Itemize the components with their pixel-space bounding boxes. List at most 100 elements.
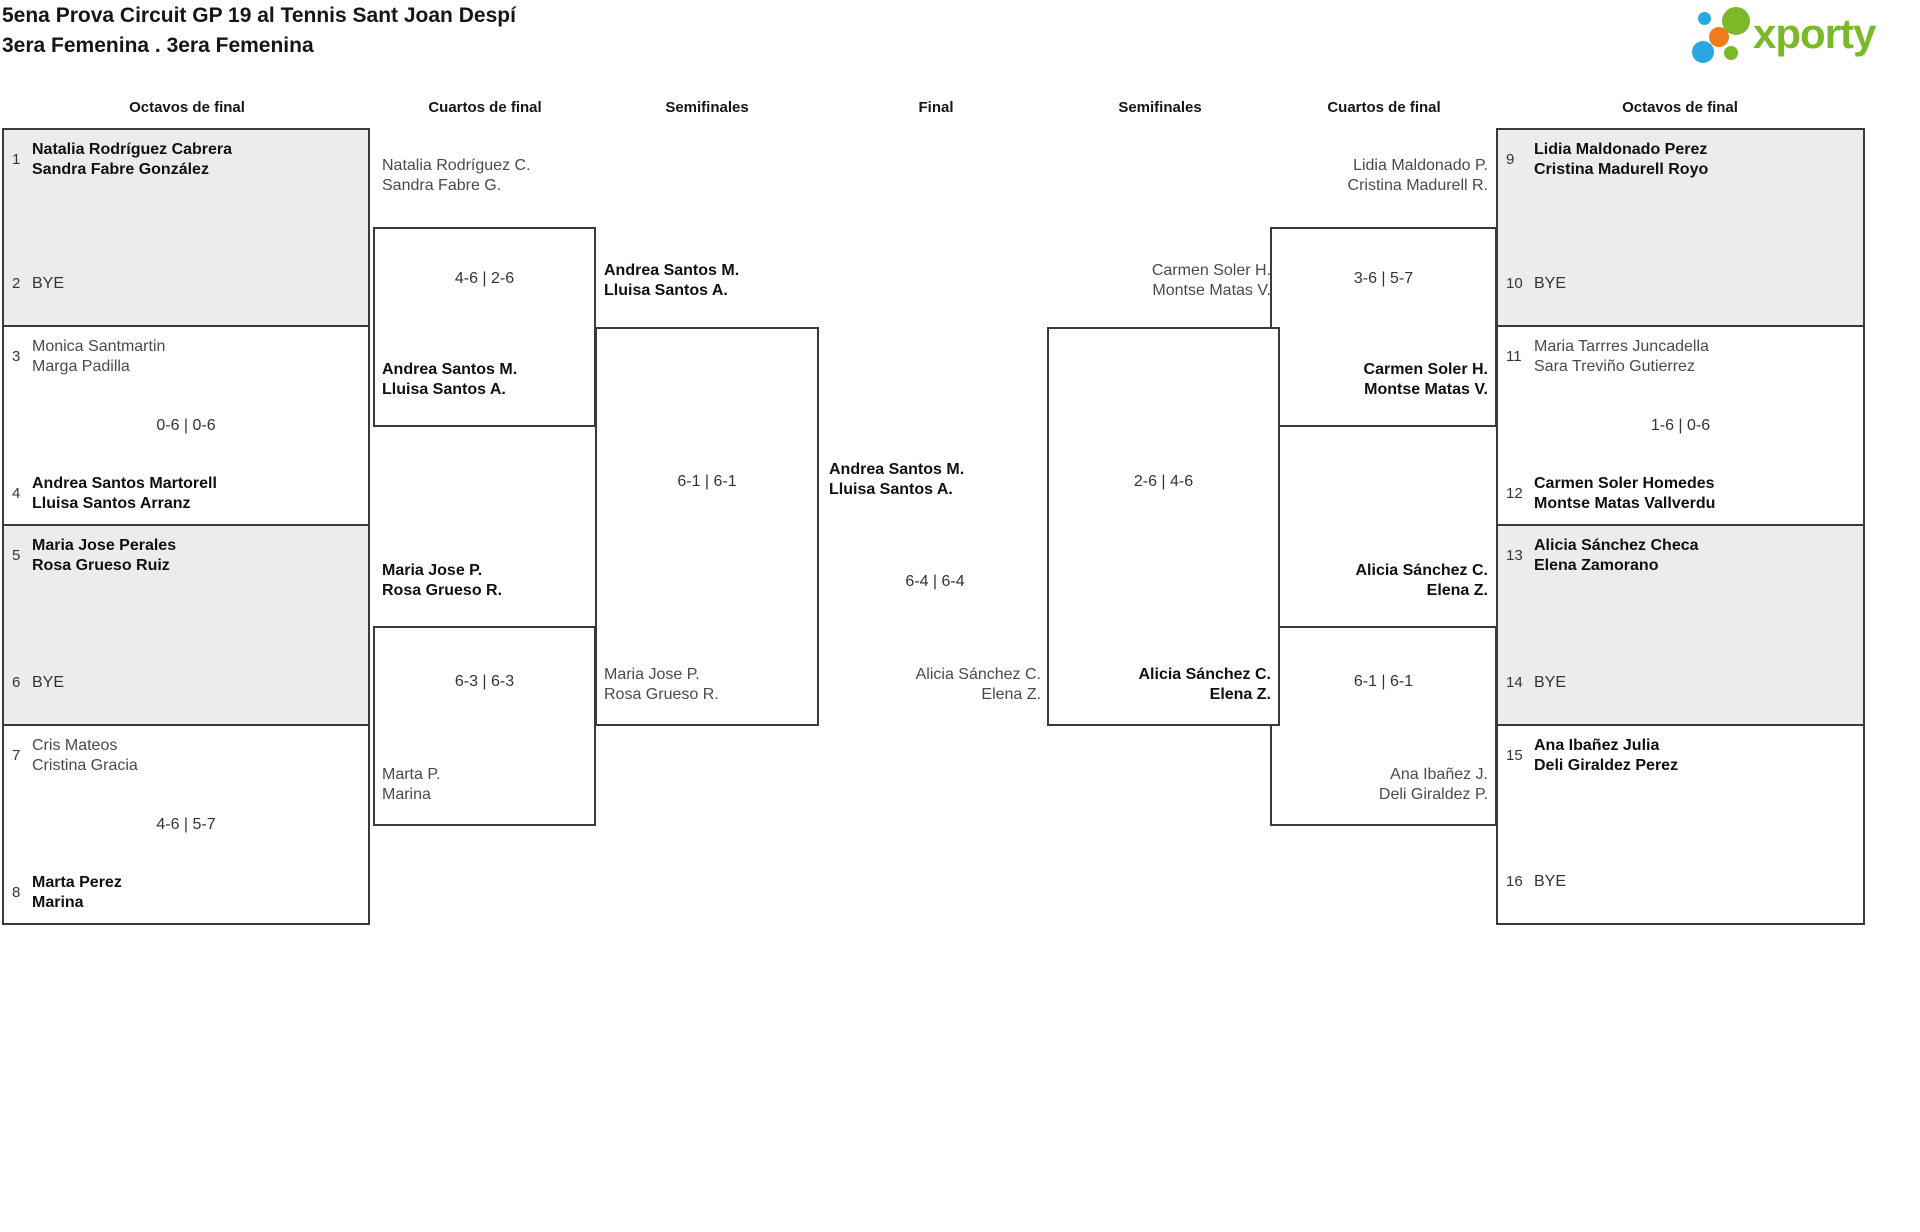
logo-dot-blue-large	[1692, 41, 1714, 63]
player-2: Marina	[382, 785, 431, 803]
player-2: Montse Matas V.	[1152, 281, 1271, 299]
advancing-team-label: Carmen Soler H. Montse Matas V.	[1049, 261, 1271, 300]
seed-number: 4	[12, 485, 21, 502]
player-1: Ana Ibañez Julia	[1534, 737, 1660, 754]
team-name: Monica Santmartin Marga Padilla	[32, 337, 165, 376]
team-slot-top: 7 Cris Mateos Cristina Gracia	[4, 736, 368, 775]
round-header-left-semis: Semifinales	[665, 99, 749, 116]
seed-number: 11	[1506, 348, 1522, 365]
seed-number: 16	[1506, 872, 1523, 890]
team-name: BYE	[32, 274, 64, 294]
team-slot-bottom: 14 BYE	[1498, 673, 1863, 693]
final-winner-label: Andrea Santos M. Lluisa Santos A.	[829, 460, 964, 499]
player-2: Sandra Fabre González	[32, 160, 209, 178]
player-2: Elena Z.	[1426, 581, 1488, 599]
match-box-left-cuartos-1	[373, 227, 596, 427]
player-1: Marta Perez	[32, 874, 122, 891]
match-score: 2-6 | 4-6	[1133, 473, 1194, 490]
team-name: Natalia Rodríguez Cabrera Sandra Fabre G…	[32, 140, 232, 179]
match-box-right-octavos-4: 15 Ana Ibañez Julia Deli Giraldez Perez …	[1496, 724, 1865, 925]
player-2: Montse Matas Vallverdu	[1534, 494, 1716, 512]
player-1: Andrea Santos M.	[604, 262, 740, 279]
seed-number: 9	[1506, 151, 1515, 168]
seed-number: 12	[1506, 485, 1523, 502]
player-2: Elena Z.	[1209, 685, 1271, 703]
advancing-team-label: Marta P. Marina	[382, 765, 440, 804]
player-2: Rosa Grueso R.	[604, 685, 719, 703]
team-slot-top: 3 Monica Santmartin Marga Padilla	[4, 337, 368, 376]
seed-number: 1	[12, 151, 21, 168]
team-name: Cris Mateos Cristina Gracia	[32, 736, 138, 775]
logo-dot-green-small	[1724, 46, 1738, 60]
match-box-right-semifinal	[1047, 327, 1280, 726]
player-1: Alicia Sánchez C.	[915, 666, 1041, 683]
team-name: Andrea Santos Martorell Lluisa Santos Ar…	[32, 474, 217, 513]
team-name: Alicia Sánchez Checa Elena Zamorano	[1534, 536, 1699, 575]
player-1: Cris Mateos	[32, 737, 118, 754]
team-name: Carmen Soler Homedes Montse Matas Vallve…	[1534, 474, 1715, 513]
player-2: Rosa Grueso R.	[382, 581, 503, 599]
player-2: Deli Giraldez Perez	[1534, 756, 1679, 774]
advancing-team-label: Lidia Maldonado P. Cristina Madurell R.	[1270, 156, 1488, 195]
match-score: 4-6 | 5-7	[156, 815, 216, 833]
team-name: Maria Tarrres Juncadella Sara Treviño Gu…	[1534, 337, 1709, 376]
bye-label: BYE	[1534, 673, 1567, 691]
team-name: BYE	[1534, 274, 1566, 294]
team-slot-top: 15 Ana Ibañez Julia Deli Giraldez Perez	[1498, 736, 1863, 775]
advancing-team-label: Andrea Santos M. Lluisa Santos A.	[604, 261, 739, 300]
bye-label: BYE	[32, 673, 65, 691]
seed-number: 14	[1506, 673, 1523, 691]
match-box-right-cuartos-1	[1270, 227, 1497, 427]
player-2: Lluisa Santos Arranz	[32, 494, 191, 512]
logo-dot-blue-small	[1698, 12, 1711, 25]
player-1: Natalia Rodríguez C.	[382, 157, 531, 174]
team-name: Maria Jose Perales Rosa Grueso Ruiz	[32, 536, 176, 575]
team-slot-bottom: 16 BYE	[1498, 872, 1863, 892]
team-slot-top: 13 Alicia Sánchez Checa Elena Zamorano	[1498, 536, 1863, 575]
seed-number: 5	[12, 547, 21, 564]
logo-text: xporty	[1753, 10, 1876, 57]
advancing-team-label: Maria Jose P. Rosa Grueso R.	[604, 665, 719, 704]
round-header-left-cuartos: Cuartos de final	[428, 99, 542, 116]
player-1: Lidia Maldonado P.	[1353, 157, 1488, 174]
match-box-left-octavos-1: 1 Natalia Rodríguez Cabrera Sandra Fabre…	[2, 128, 370, 327]
final-runnerup-label: Alicia Sánchez C. Elena Z.	[829, 665, 1041, 704]
team-name: Lidia Maldonado Perez Cristina Madurell …	[1534, 140, 1708, 179]
match-box-right-octavos-3: 13 Alicia Sánchez Checa Elena Zamorano 1…	[1496, 524, 1865, 726]
advancing-team-label: Natalia Rodríguez C. Sandra Fabre G.	[382, 156, 531, 195]
team-slot-bottom: 8 Marta Perez Marina	[4, 873, 368, 912]
seed-number: 2	[12, 274, 21, 292]
seed-number: 8	[12, 884, 21, 901]
match-score: 0-6 | 0-6	[156, 416, 216, 434]
player-2: Montse Matas V.	[1364, 380, 1488, 398]
round-header-final: Final	[918, 99, 954, 116]
team-name: Marta Perez Marina	[32, 873, 122, 912]
player-1: Andrea Santos Martorell	[32, 475, 217, 492]
player-1: Maria Jose P.	[604, 666, 700, 683]
advancing-team-label: Andrea Santos M. Lluisa Santos A.	[382, 360, 517, 399]
match-box-right-octavos-1: 9 Lidia Maldonado Perez Cristina Madurel…	[1496, 128, 1865, 327]
player-2: Sara Treviño Gutierrez	[1534, 357, 1695, 375]
player-1: Monica Santmartin	[32, 338, 166, 355]
match-score: 4-6 | 2-6	[454, 270, 515, 287]
bye-label: BYE	[1534, 274, 1567, 292]
team-slot-bottom: 6 BYE	[4, 673, 368, 693]
match-box-left-cuartos-2	[373, 626, 596, 826]
player-2: Elena Zamorano	[1534, 556, 1659, 574]
player-1: Maria Tarrres Juncadella	[1534, 338, 1709, 355]
final-score: 6-4 | 6-4	[905, 573, 965, 590]
seed-number: 7	[12, 747, 21, 764]
player-1: Andrea Santos M.	[382, 361, 518, 378]
player-2: Cristina Gracia	[32, 756, 138, 774]
player-1: Marta P.	[382, 766, 441, 783]
advancing-team-label: Carmen Soler H. Montse Matas V.	[1270, 360, 1488, 399]
player-1: Alicia Sánchez C.	[1355, 562, 1489, 579]
player-1: Alicia Sánchez C.	[1138, 666, 1272, 683]
team-slot-top: 1 Natalia Rodríguez Cabrera Sandra Fabre…	[4, 140, 368, 179]
player-2: Elena Z.	[981, 685, 1041, 703]
logo-dot-orange	[1709, 27, 1729, 47]
match-score: 3-6 | 5-7	[1353, 270, 1414, 287]
team-slot-bottom: 12 Carmen Soler Homedes Montse Matas Val…	[1498, 474, 1863, 513]
player-2: Rosa Grueso Ruiz	[32, 556, 170, 574]
match-score: 6-1 | 6-1	[1353, 673, 1414, 690]
